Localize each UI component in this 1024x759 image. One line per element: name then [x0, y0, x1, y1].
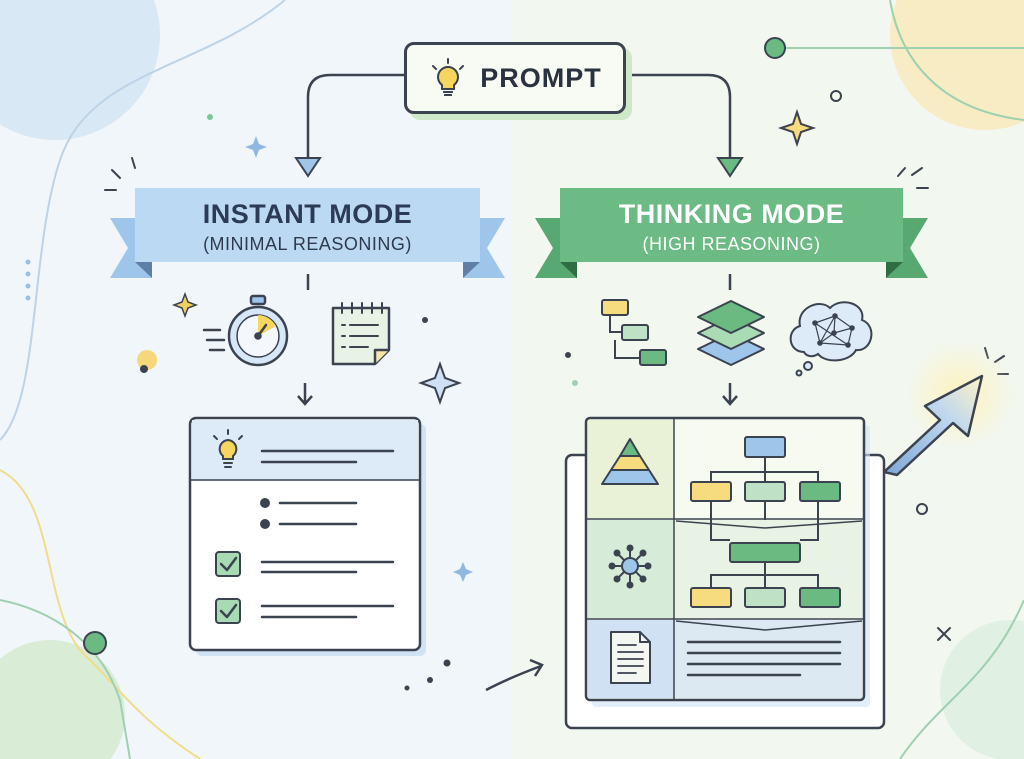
- instant-ribbon: [110, 188, 505, 278]
- thinking-ribbon: [535, 188, 928, 278]
- blob-top-left: [0, 0, 160, 140]
- blob-top-right: [890, 0, 1024, 130]
- thought-cloud-network-icon: [789, 301, 873, 377]
- prompt-box: PROMPT: [404, 42, 626, 114]
- pyramid-icon: [601, 438, 659, 485]
- instant-subtitle: (MINIMAL REASONING): [203, 234, 412, 254]
- thinking-title: THINKING MODE: [618, 199, 845, 229]
- blob-bottom-left: [0, 640, 125, 759]
- instant-ribbon-text: INSTANT MODE (MINIMAL REASONING): [135, 199, 480, 255]
- arrowhead-instant: [294, 157, 322, 178]
- thinking-subtitle: (HIGH REASONING): [642, 234, 821, 254]
- thinking-ribbon-text: THINKING MODE (HIGH REASONING): [560, 199, 903, 255]
- lightbulb-icon: [213, 429, 243, 468]
- checkbox-icon: [215, 598, 241, 624]
- network-hub-icon: [608, 544, 652, 589]
- notepad-icon: [331, 302, 391, 366]
- instant-title: INSTANT MODE: [202, 199, 413, 229]
- checkbox-icon: [215, 551, 241, 577]
- flowchart-icon: [601, 299, 667, 366]
- prompt-label: PROMPT: [480, 62, 602, 93]
- bullet-dot: [260, 498, 270, 508]
- document-icon: [610, 631, 651, 684]
- reasoning-flowchart: [675, 436, 863, 631]
- lightbulb-icon: [432, 58, 465, 96]
- stopwatch-icon: [202, 294, 289, 367]
- layers-icon: [697, 300, 765, 366]
- blob-bottom-right: [940, 620, 1024, 759]
- bullet-dot: [260, 519, 270, 529]
- arrowhead-thinking: [716, 157, 744, 178]
- upward-arrow-icon: [882, 374, 984, 477]
